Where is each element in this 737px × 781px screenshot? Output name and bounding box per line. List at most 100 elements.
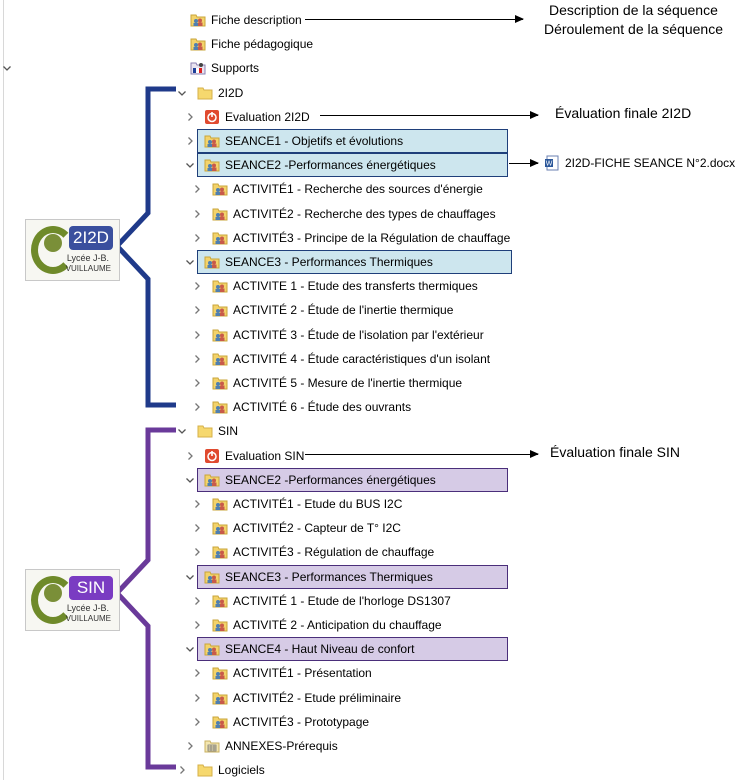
tree-item[interactable]: SEANCE4 - Haut Niveau de confort <box>204 638 414 660</box>
tree-item[interactable]: ACTIVITÉ 2 - Étude de l'inertie thermiqu… <box>212 299 453 321</box>
tree-item[interactable]: Fiche description <box>190 9 302 31</box>
tree-item-label: ACTIVITE 1 - Etude des transferts thermi… <box>233 279 478 293</box>
chevron-right-icon[interactable] <box>183 106 197 128</box>
tree-item-label: Evaluation SIN <box>225 449 305 463</box>
folder-contacts-icon <box>212 351 228 367</box>
annotation-eval-sin: Évaluation finale SIN <box>550 444 680 460</box>
braces-overlay <box>113 86 176 770</box>
chevron-right-icon[interactable] <box>190 541 204 563</box>
folder-contacts-icon <box>212 375 228 391</box>
tree-item[interactable]: SEANCE3 - Performances Thermiques <box>204 251 433 273</box>
chevron-right-icon[interactable] <box>190 372 204 394</box>
folder-contacts-icon <box>212 714 228 730</box>
arrow-description <box>305 15 524 23</box>
chevron-right-icon[interactable] <box>190 299 204 321</box>
chevron-right-icon[interactable] <box>183 735 197 757</box>
tree-item[interactable]: ACTIVITE 1 - Etude des transferts thermi… <box>212 275 478 297</box>
folder-icon <box>197 85 213 101</box>
tree-item-label: ACTIVITÉ 4 - Étude caractéristiques d'un… <box>233 352 491 366</box>
folder-contacts-icon <box>204 641 220 657</box>
tree-item[interactable]: ANNEXES-Prérequis <box>204 735 338 757</box>
tree-item[interactable]: ACTIVITÉ 6 - Étude des ouvrants <box>212 396 411 418</box>
chevron-right-icon[interactable] <box>190 178 204 200</box>
file-fiche-seance[interactable]: W 2I2D-FICHE SEANCE N°2.docx <box>544 152 735 174</box>
chevron-right-icon[interactable] <box>190 396 204 418</box>
tree-item[interactable]: ACTIVITÉ 3 - Étude de l'isolation par l'… <box>212 324 484 346</box>
tree-item[interactable]: Logiciels <box>197 759 265 781</box>
tree-item-label: ACTIVITÉ1 - Etude du BUS I2C <box>233 497 403 511</box>
chevron-down-icon[interactable] <box>183 638 197 660</box>
chevron-down-icon[interactable] <box>183 469 197 491</box>
tree-item[interactable]: ACTIVITÉ2 - Recherche des types de chauf… <box>212 203 496 225</box>
folder-contacts-icon <box>204 472 220 488</box>
tree-item[interactable]: Fiche pédagogique <box>190 33 313 55</box>
chevron-right-icon[interactable] <box>175 759 189 781</box>
logo-school-line2: VUILLAUME <box>65 614 111 623</box>
chevron-down-icon[interactable] <box>175 420 189 442</box>
tree-item[interactable]: Evaluation SIN <box>204 445 304 467</box>
tree-item[interactable]: ACTIVITÉ3 - Principe de la Régulation de… <box>212 227 510 249</box>
file-name: 2I2D-FICHE SEANCE N°2.docx <box>565 156 736 170</box>
chevron-right-icon[interactable] <box>183 445 197 467</box>
tree-item-label: ACTIVITÉ 3 - Étude de l'isolation par l'… <box>233 328 484 342</box>
chevron-down-icon[interactable] <box>183 251 197 273</box>
tree-item[interactable]: SEANCE2 -Performances énergétiques <box>204 154 436 176</box>
tree-item[interactable]: SEANCE3 - Performances Thermiques <box>204 566 433 588</box>
tree-item[interactable]: Evaluation 2I2D <box>204 106 310 128</box>
tree-item[interactable]: ACTIVITÉ2 - Capteur de T° I2C <box>212 517 401 539</box>
folder-contacts-icon <box>212 278 228 294</box>
tree-item[interactable]: SEANCE1 - Objetifs et évolutions <box>204 130 403 152</box>
logo-sin: SIN Lycée J-B. VUILLAUME <box>25 569 120 631</box>
logo-2i2d: 2I2D Lycée J-B. VUILLAUME <box>25 219 120 281</box>
chevron-right-icon[interactable] <box>190 687 204 709</box>
tree-item-label: ACTIVITÉ1 - Présentation <box>233 666 372 680</box>
chevron-right-icon[interactable] <box>190 275 204 297</box>
tree-item-label: ACTIVITÉ2 - Capteur de T° I2C <box>233 521 401 535</box>
folder-contacts-icon <box>212 230 228 246</box>
brace-sin <box>113 427 176 770</box>
chevron-down-icon[interactable] <box>183 566 197 588</box>
tree-item-label: ACTIVITÉ2 - Recherche des types de chauf… <box>233 207 496 221</box>
tree-item-label: ACTIVITÉ1 - Recherche des sources d'éner… <box>233 182 483 196</box>
tree-item[interactable]: ACTIVITÉ1 - Présentation <box>212 662 372 684</box>
row-highlight <box>197 468 508 492</box>
logo-badge-sin: SIN <box>69 576 113 600</box>
chevron-right-icon[interactable] <box>190 493 204 515</box>
tree-item[interactable]: ACTIVITÉ1 - Recherche des sources d'éner… <box>212 178 483 200</box>
chevron-down-icon[interactable] <box>175 82 189 104</box>
folder-contacts-icon <box>190 36 206 52</box>
tree-item[interactable]: SIN <box>197 420 238 442</box>
chevron-right-icon[interactable] <box>190 227 204 249</box>
folder-contacts-icon <box>212 206 228 222</box>
tree-item[interactable]: 2I2D <box>197 82 243 104</box>
chevron-down-icon[interactable] <box>0 57 14 79</box>
chevron-right-icon[interactable] <box>190 590 204 612</box>
tree-item[interactable]: ACTIVITÉ 5 - Mesure de l'inertie thermiq… <box>212 372 462 394</box>
chevron-right-icon[interactable] <box>190 324 204 346</box>
folder-contacts-icon <box>212 496 228 512</box>
chevron-right-icon[interactable] <box>190 711 204 733</box>
tree-item[interactable]: ACTIVITÉ 2 - Anticipation du chauffage <box>212 614 442 636</box>
chevron-right-icon[interactable] <box>190 348 204 370</box>
tree-item[interactable]: SEANCE2 -Performances énergétiques <box>204 469 436 491</box>
tree-item-label: SIN <box>218 424 239 438</box>
tree-item[interactable]: ACTIVITÉ2 - Etude préliminaire <box>212 687 401 709</box>
tree-item[interactable]: ACTIVITÉ 1 - Etude de l'horloge DS1307 <box>212 590 451 612</box>
folder-contacts-icon <box>212 617 228 633</box>
chevron-right-icon[interactable] <box>190 517 204 539</box>
tree-item-label: Supports <box>211 61 260 75</box>
tree-item[interactable]: ACTIVITÉ3 - Prototypage <box>212 711 369 733</box>
chevron-right-icon[interactable] <box>190 662 204 684</box>
tree-item[interactable]: ACTIVITÉ 4 - Étude caractéristiques d'un… <box>212 348 490 370</box>
tree-item[interactable]: Supports <box>190 57 259 79</box>
chevron-right-icon[interactable] <box>183 130 197 152</box>
power-folder-icon <box>204 109 220 125</box>
chevron-down-icon[interactable] <box>183 154 197 176</box>
chevron-right-icon[interactable] <box>190 614 204 636</box>
chevron-right-icon[interactable] <box>190 203 204 225</box>
arrow-eval-2i2d <box>320 111 539 119</box>
annotation-eval-2i2d: Évaluation finale 2I2D <box>555 105 692 121</box>
tree-item[interactable]: ACTIVITÉ3 - Régulation de chauffage <box>212 541 434 563</box>
tree-item[interactable]: ACTIVITÉ1 - Etude du BUS I2C <box>212 493 402 515</box>
tree-item-label: Fiche pédagogique <box>211 37 314 51</box>
